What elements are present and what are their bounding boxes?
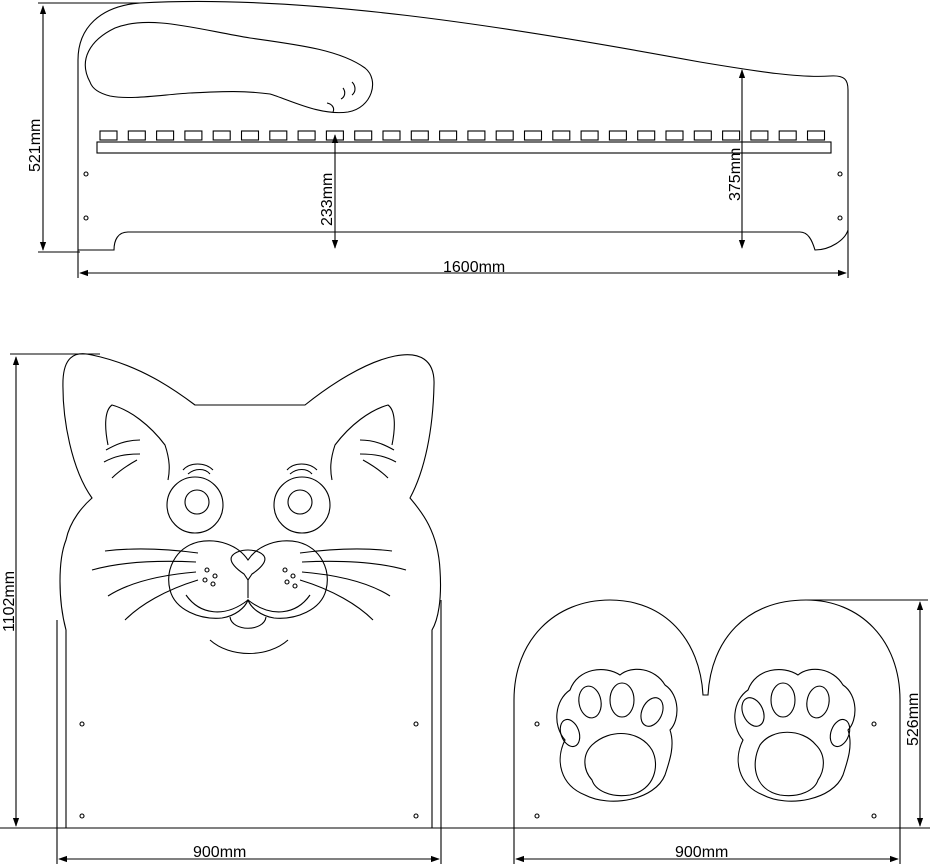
- left-paw-cutout: [556, 668, 678, 802]
- dim-label-head-height: 1102mm: [1, 571, 18, 632]
- right-inner-ear: [330, 404, 395, 481]
- screw-hole: [871, 721, 877, 727]
- slat-tab: [297, 130, 316, 141]
- slat-tab: [722, 130, 741, 141]
- footboard-outline: [513, 599, 901, 829]
- dim-label-side-height: 521mm: [27, 119, 44, 172]
- dim-label-foot-height: 526mm: [905, 693, 922, 746]
- dim-label-head-width: 900mm: [193, 844, 246, 861]
- slat-tab: [269, 130, 288, 141]
- slat-tab: [693, 130, 712, 141]
- slat-tab: [354, 130, 373, 141]
- tongue: [229, 616, 267, 629]
- right-pupil: [287, 489, 313, 515]
- screw-hole: [83, 215, 89, 221]
- slat-rail-bar: [96, 141, 832, 154]
- screw-hole: [83, 171, 89, 177]
- slat-tab: [608, 130, 627, 141]
- slat-tab: [382, 130, 401, 141]
- nose: [230, 549, 266, 581]
- screw-hole: [413, 813, 419, 819]
- slat-tab: [184, 130, 203, 141]
- tail-cutout: [84, 21, 374, 114]
- screw-hole: [79, 721, 85, 727]
- slat-rail: [99, 130, 826, 141]
- screw-hole: [837, 215, 843, 221]
- headboard-outline: [59, 353, 442, 829]
- slat-tab: [665, 130, 684, 141]
- slat-tab: [127, 130, 146, 141]
- dim-label-side-length: 1600mm: [443, 259, 505, 276]
- screw-hole: [534, 721, 540, 727]
- dim-label-slat-height: 233mm: [319, 173, 336, 226]
- slat-tab: [439, 130, 458, 141]
- slat-tab: [806, 130, 826, 141]
- footboard-panel: 526mm 900mm: [513, 599, 928, 864]
- slat-tab: [99, 130, 118, 141]
- left-pupil: [184, 489, 210, 515]
- slat-tab: [580, 130, 599, 141]
- slat-tab: [552, 130, 571, 141]
- slat-tab: [637, 130, 656, 141]
- slat-tab: [156, 130, 175, 141]
- slat-tab: [467, 130, 486, 141]
- screw-hole: [837, 171, 843, 177]
- slat-tab: [212, 130, 231, 141]
- screw-hole: [79, 813, 85, 819]
- whiskers: [91, 548, 407, 621]
- right-eye: [273, 476, 331, 534]
- screw-hole: [534, 813, 540, 819]
- left-eye: [166, 476, 224, 534]
- dim-label-foot-width: 900mm: [675, 844, 728, 861]
- slat-tab: [523, 130, 543, 141]
- slat-tab: [240, 130, 260, 141]
- left-inner-ear: [105, 404, 170, 481]
- right-paw-cutout: [734, 668, 856, 802]
- slat-tab: [495, 130, 514, 141]
- screw-hole: [413, 721, 419, 727]
- mouth: [185, 594, 311, 613]
- dim-label-rear-height: 375mm: [727, 148, 744, 201]
- side-panel: 521mm 1600mm 233mm 375mm: [27, 0, 849, 278]
- slat-tab: [750, 130, 769, 141]
- slat-tab: [410, 130, 429, 141]
- screw-hole: [871, 813, 877, 819]
- headboard-panel: 1102mm 900mm: [1, 353, 442, 864]
- side-panel-outline: [77, 0, 849, 251]
- slat-tab: [778, 130, 797, 141]
